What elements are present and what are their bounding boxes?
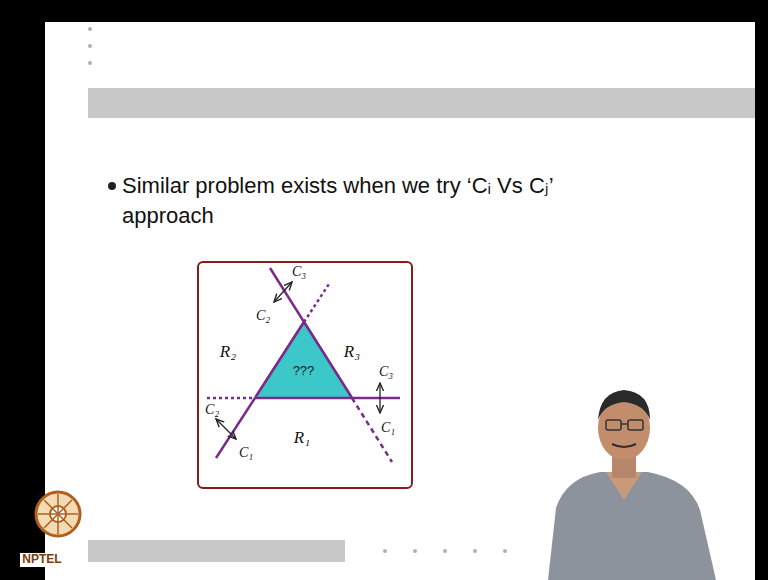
deco-dot (88, 27, 92, 31)
triangle-shape (255, 322, 352, 398)
footer-bar (88, 540, 345, 562)
logo-text: NPTEL (20, 553, 63, 566)
decision-lines (207, 268, 400, 462)
class-label: C₂ (256, 308, 270, 323)
triangle-fill (255, 322, 352, 398)
deco-dot (88, 44, 92, 48)
class-label: C₂ (205, 402, 219, 417)
nptel-emblem (36, 492, 80, 536)
direction-arrows (216, 282, 380, 439)
class-label: C₁ (239, 445, 253, 460)
class-label: C₃ (379, 364, 393, 379)
class-label: C₁ (381, 420, 395, 435)
region-mark: ??? (255, 364, 352, 377)
region-label: R₂ (220, 343, 236, 362)
region-label: R₃ (344, 343, 360, 362)
diagram-frame (198, 262, 412, 488)
region-triangle: ??? (255, 322, 352, 398)
footer-dots (383, 549, 507, 553)
slide-ground (45, 22, 755, 580)
presenter-figure (548, 390, 716, 580)
region-label: R₁ (294, 429, 310, 448)
deco-dot (88, 61, 92, 65)
bullet-dot (108, 182, 116, 190)
header-bar (88, 88, 755, 118)
class-label: C₃ (292, 264, 306, 279)
bullet-text: Similar problem exists when we try ‘Cᵢ V… (122, 171, 612, 231)
